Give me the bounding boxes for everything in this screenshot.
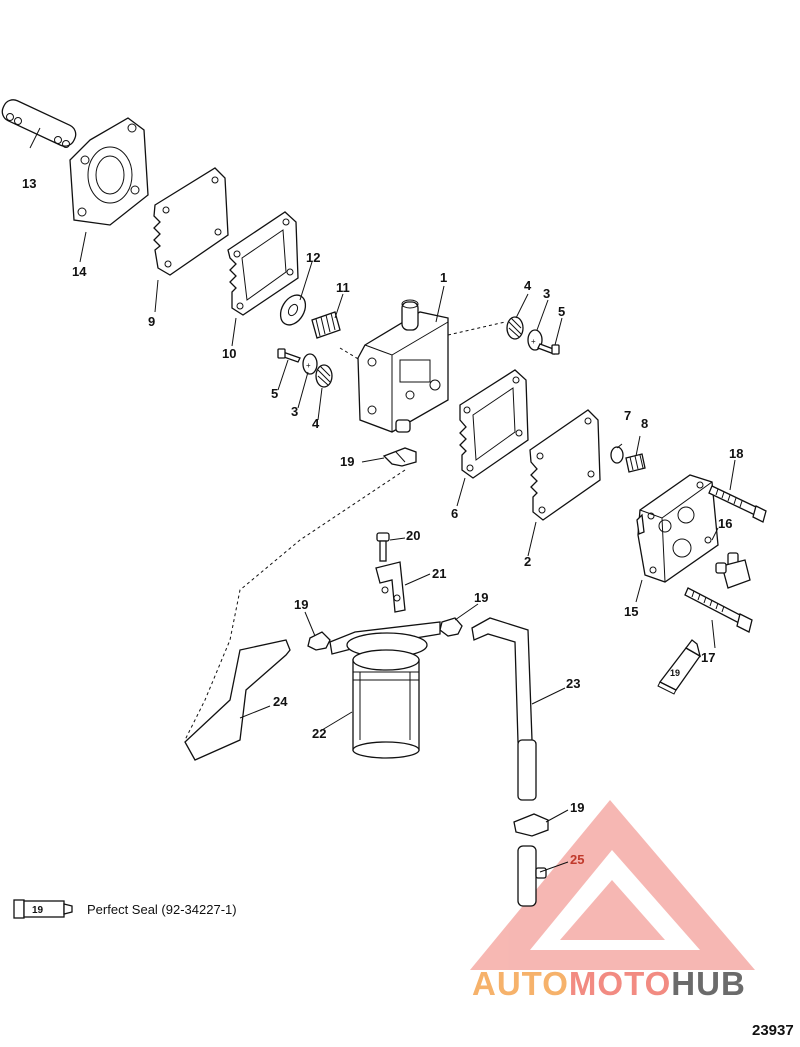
part-6-gasket [459, 369, 529, 479]
part-16-elbow-fitting [715, 552, 751, 589]
watermark-auto: AUTO [472, 965, 569, 1002]
callout-12: 12 [306, 250, 320, 265]
assembly-line [339, 321, 506, 361]
callout-9: 9 [148, 314, 155, 329]
callout-15: 15 [624, 604, 638, 619]
part-4-screen-right [506, 316, 524, 340]
callout-17: 17 [701, 650, 715, 665]
part-4-screen-left [315, 364, 333, 388]
callout-11: 11 [336, 280, 350, 295]
watermark-moto: MOTO [568, 965, 672, 1002]
part-19-clip-left [307, 631, 331, 651]
svg-text:+: + [306, 361, 311, 370]
callout-3-right: 3 [543, 286, 550, 301]
legend-tube-label: 19 [32, 905, 44, 916]
part-17-screw [684, 587, 753, 633]
sealant-tube: 19 [657, 639, 702, 695]
part-3-valve-right: + [527, 329, 543, 351]
callout-18: 18 [729, 446, 743, 461]
callout-25: 25 [570, 852, 584, 867]
part-19-clip-top [382, 447, 417, 467]
part-20-bolt [376, 532, 390, 562]
part-19-clip-bottom [513, 813, 549, 837]
callout-6: 6 [451, 506, 458, 521]
callout-8: 8 [641, 416, 648, 431]
part-15-cover [636, 474, 719, 583]
callout-5-right: 5 [558, 304, 565, 319]
part-25-tee-fitting [517, 845, 547, 907]
part-19-clip-right [439, 617, 463, 637]
watermark-triangle [470, 800, 755, 970]
part-3-valve-left: + [302, 353, 318, 375]
part-2-gasket [529, 409, 601, 521]
callout-3-left: 3 [291, 404, 298, 419]
callout-14: 14 [72, 264, 87, 279]
callout-labels: 13 14 9 10 12 11 1 4 3 5 5 3 4 19 6 2 7 … [22, 176, 743, 867]
callout-1: 1 [440, 270, 447, 285]
callout-24: 24 [273, 694, 288, 709]
part-1-pump-body [357, 299, 449, 433]
callout-23: 23 [566, 676, 580, 691]
part-21-bracket [375, 561, 406, 613]
legend-text: Perfect Seal (92-34227-1) [87, 902, 237, 917]
figure-id: 23937 [752, 1022, 794, 1039]
part-5-screw-left [277, 348, 301, 363]
legend-tube-icon: 19 [13, 899, 73, 919]
leader-lines [29, 127, 736, 873]
callout-16: 16 [718, 516, 732, 531]
part-12-diaphragm [279, 294, 307, 326]
callout-22: 22 [312, 726, 326, 741]
callout-19-right: 19 [474, 590, 488, 605]
svg-text:+: + [531, 337, 536, 346]
part-9-gasket [153, 167, 229, 276]
part-24-hose [184, 639, 291, 761]
part-23-hose [471, 617, 537, 801]
callout-19-left: 19 [294, 597, 308, 612]
callout-19-bottom: 19 [570, 800, 584, 815]
part-11-spring [311, 311, 341, 339]
callout-4-right: 4 [524, 278, 532, 293]
callout-10: 10 [222, 346, 236, 361]
watermark-logo-text: AUTOMOTOHUB [472, 965, 746, 1003]
part-18-screw [708, 485, 767, 523]
part-14-base-flange [69, 117, 149, 226]
callout-4-left: 4 [312, 416, 320, 431]
part-5-screw-right [537, 343, 560, 355]
callout-5-left: 5 [271, 386, 278, 401]
part-13-link-rod [1, 99, 77, 148]
callout-13: 13 [22, 176, 36, 191]
fuel-line-path [184, 469, 406, 741]
callout-2: 2 [524, 554, 531, 569]
sealant-tube-label: 19 [670, 668, 680, 678]
callout-21: 21 [432, 566, 446, 581]
callout-20: 20 [406, 528, 420, 543]
part-8-spring [625, 453, 646, 473]
callout-7: 7 [624, 408, 631, 423]
part-10-gasket [227, 211, 299, 316]
part-7-seal [610, 446, 624, 464]
callout-19-top: 19 [340, 454, 354, 469]
part-22-fuel-filter [329, 621, 441, 759]
watermark-hub: HUB [671, 965, 746, 1002]
